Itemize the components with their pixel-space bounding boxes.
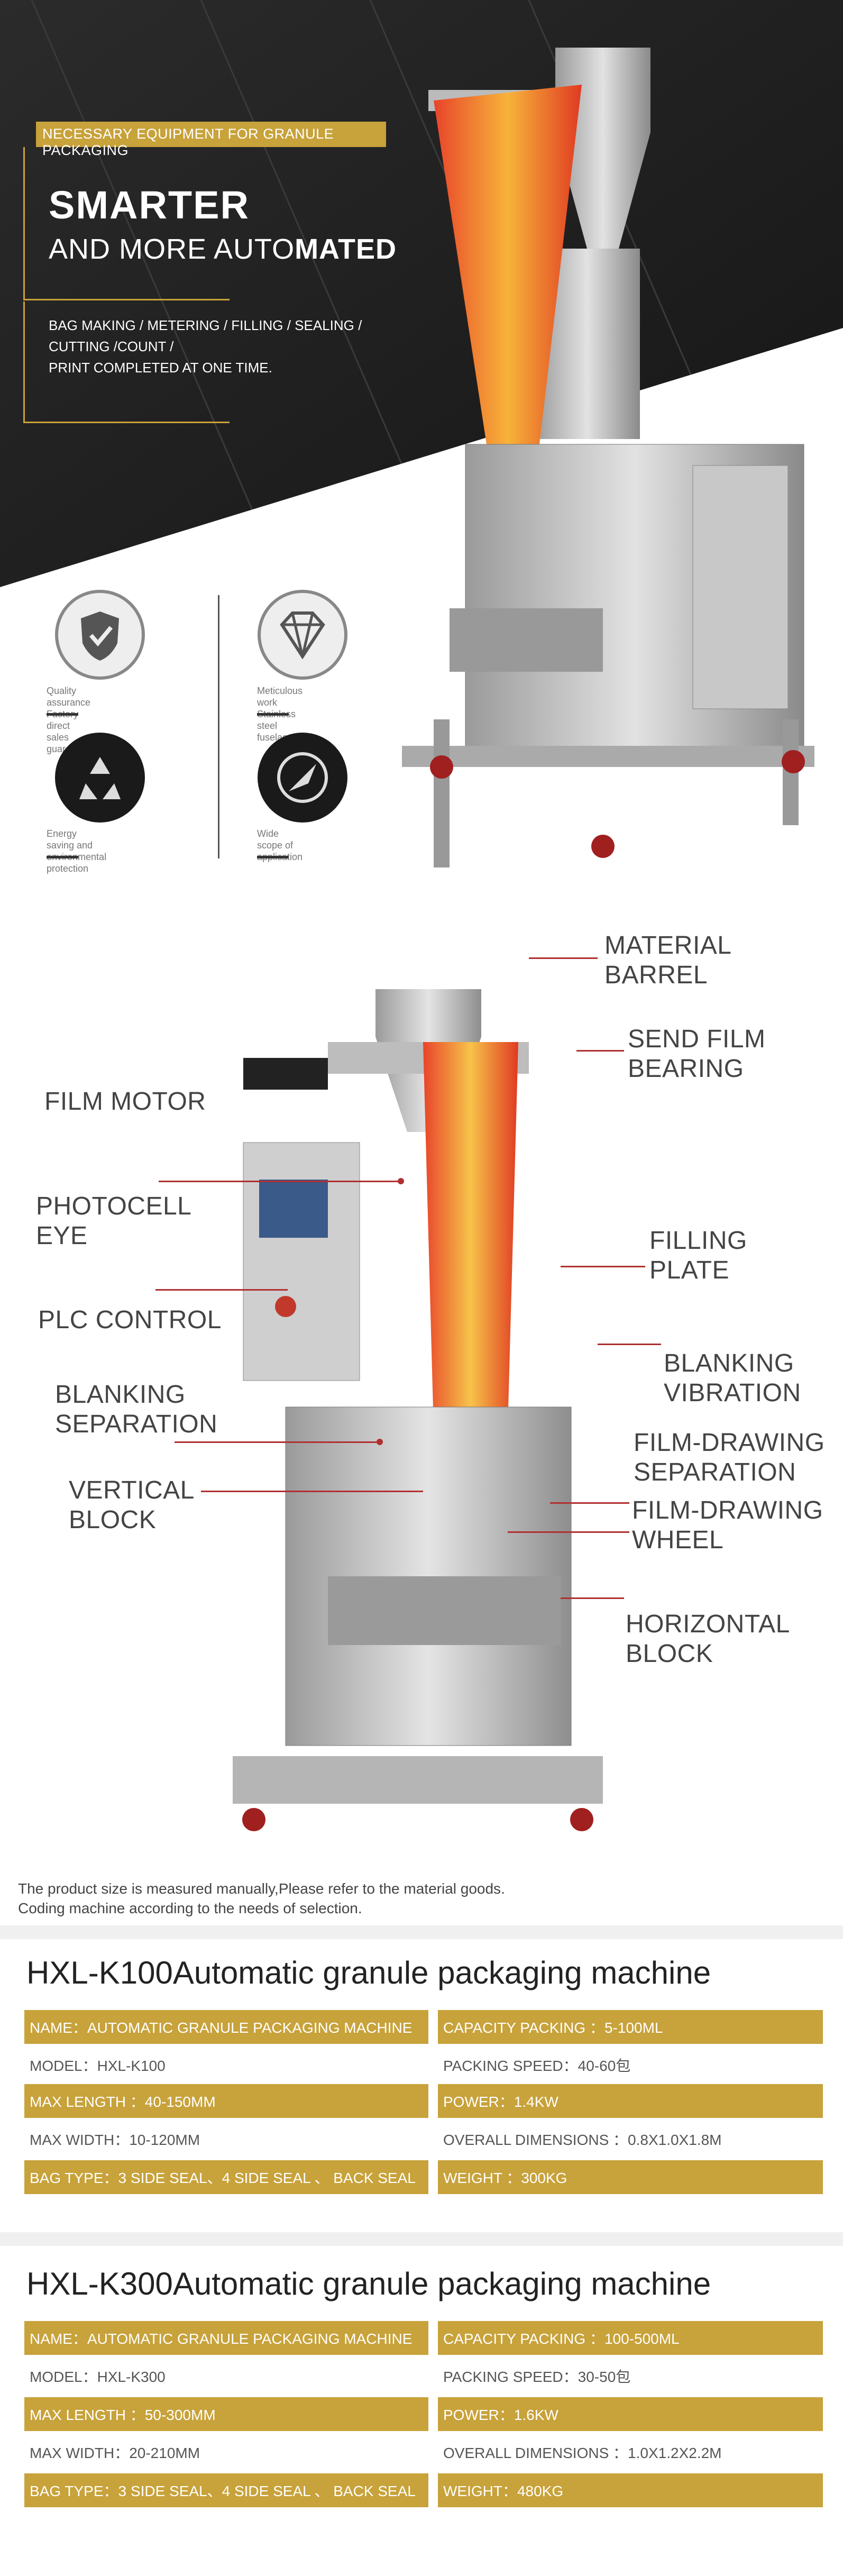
hero-machine-image [402, 48, 814, 867]
spec-cell: MAX LENGTH ：40-150MM [24, 2084, 428, 2118]
pointer-line [529, 957, 598, 959]
diamond-icon [258, 590, 347, 680]
spec-cell: MAX LENGTH ：50-300MM [24, 2397, 428, 2431]
feature-line: Energy saving and [47, 828, 93, 851]
spec-cell: PACKING SPEED：40-60包 [443, 2058, 631, 2074]
section-separator [0, 2232, 843, 2246]
pointer-dot [398, 1178, 404, 1184]
compass-icon [258, 733, 347, 823]
spec-cell: CAPACITY PACKING ：100-500ML [438, 2321, 823, 2355]
labeled-machine-image [233, 989, 603, 1831]
spec-cell: OVERALL DIMENSIONS ：0.8X1.0X1.8M [443, 2132, 722, 2148]
spec-cell: BAG TYPE：3 SIDE SEAL、4 SIDE SEAL 、 BACK … [24, 2160, 428, 2194]
gold-divider [23, 299, 230, 300]
feature-line: Meticulous work [257, 686, 303, 708]
spec-title-k100: HXL-K100Automatic granule packaging mach… [26, 1955, 711, 1990]
feature-divider [218, 595, 219, 858]
feature-line: Quality assurance [47, 686, 91, 708]
pointer-line [550, 1502, 629, 1504]
hero-tagline: NECESSARY EQUIPMENT FOR GRANULE PACKAGIN… [36, 122, 386, 158]
pointer-dot [377, 1439, 383, 1445]
hero-title: SMARTER [49, 183, 250, 227]
spec-cell: MODEL：HXL-K100 [30, 2058, 166, 2074]
pointer-line [155, 1289, 288, 1291]
spec-cell: POWER：1.6KW [438, 2397, 823, 2431]
spec-cell: BAG TYPE：3 SIDE SEAL、4 SIDE SEAL 、 BACK … [24, 2473, 428, 2507]
pointer-line [598, 1344, 661, 1345]
pointer-line [561, 1597, 624, 1599]
pointer-line [508, 1531, 629, 1533]
spec-cell: CAPACITY PACKING ：5-100ML [438, 2010, 823, 2044]
shield-check-icon [55, 590, 145, 680]
spec-cell: NAME：AUTOMATIC GRANULE PACKAGING MACHINE [24, 2010, 428, 2044]
note-line: The product size is measured manually,Pl… [18, 1880, 505, 1897]
hero-subtitle: AND MORE AUTOMATED [49, 233, 397, 265]
note-line: Coding machine according to the needs of… [18, 1900, 362, 1916]
feature-underline [47, 713, 78, 716]
feature-line: Wide scope of application [257, 828, 303, 862]
feature-underline [257, 713, 289, 716]
hero-description: BAG MAKING / METERING / FILLING / SEALIN… [49, 317, 362, 376]
section-separator [0, 1925, 843, 1939]
pointer-line [159, 1181, 402, 1182]
recycle-icon [55, 733, 145, 823]
spec-cell: OVERALL DIMENSIONS ：1.0X1.2X2.2M [443, 2445, 722, 2461]
spec-cell: PACKING SPEED：30-50包 [443, 2369, 631, 2385]
pointer-line [561, 1266, 645, 1267]
pointer-line [201, 1491, 423, 1492]
spec-title-k300: HXL-K300Automatic granule packaging mach… [26, 2266, 711, 2301]
gold-divider [23, 422, 230, 423]
feature-line: environmental protection [47, 852, 106, 874]
pointer-line [576, 1050, 624, 1052]
spec-cell: MAX WIDTH：20-210MM [30, 2445, 200, 2461]
spec-cell: WEIGHT ：300KG [438, 2160, 823, 2194]
spec-cell: WEIGHT：480KG [438, 2473, 823, 2507]
spec-cell: MODEL：HXL-K300 [30, 2369, 166, 2385]
gold-divider [23, 147, 25, 300]
feature-underline [47, 856, 78, 858]
spec-cell: MAX WIDTH：10-120MM [30, 2132, 200, 2148]
spec-cell: NAME：AUTOMATIC GRANULE PACKAGING MACHINE [24, 2321, 428, 2355]
pointer-line [175, 1441, 381, 1443]
gold-divider [23, 302, 25, 423]
feature-underline [257, 856, 289, 858]
spec-cell: POWER：1.4KW [438, 2084, 823, 2118]
label-film-motor: FILM MOTOR [44, 1088, 206, 1116]
label-plc-control: PLC CONTROL [38, 1306, 222, 1334]
